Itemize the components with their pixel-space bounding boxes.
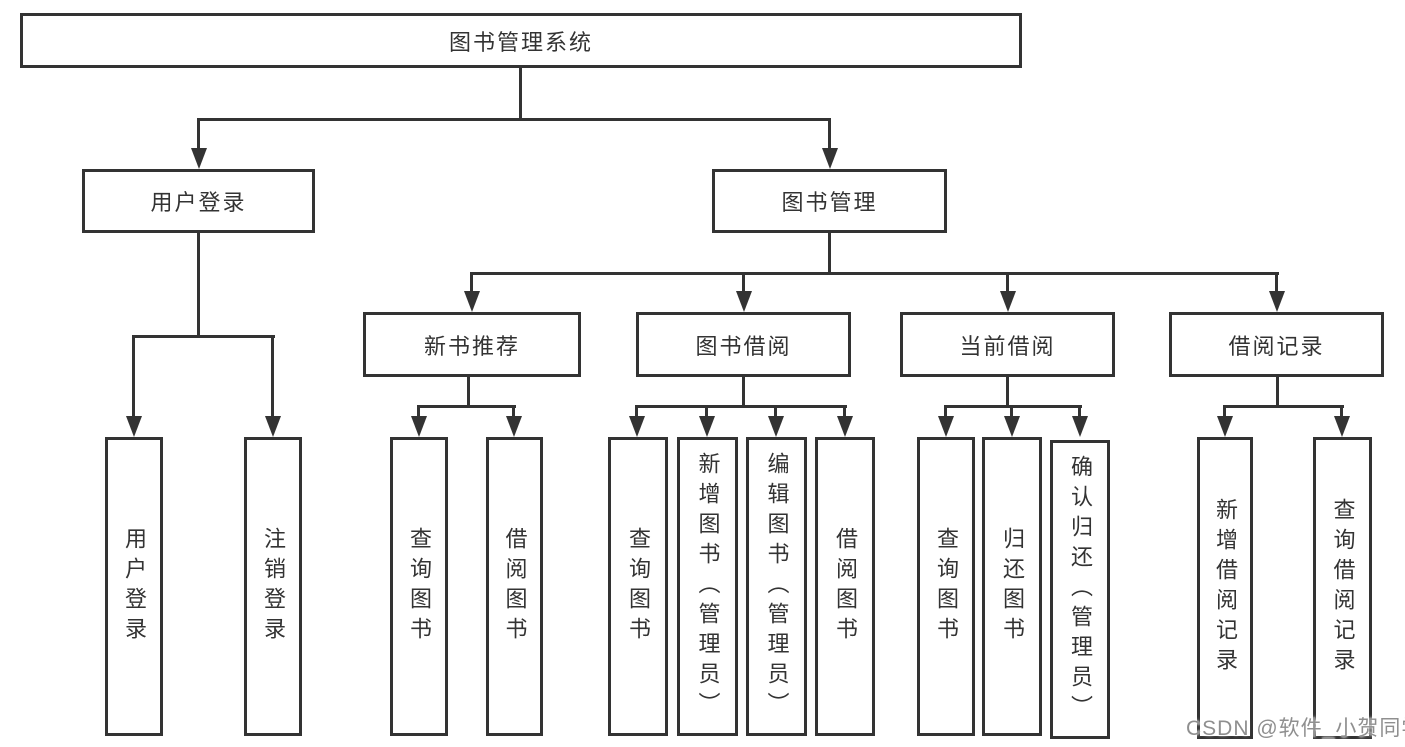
leaf-cb-return-books: 归还图书 (982, 437, 1042, 736)
connector-drop-cb-confirm (1078, 405, 1081, 418)
leaf-bb-borrow-books-label: 借阅图书 (833, 526, 858, 647)
node-user-login-label: 用户登录 (150, 190, 247, 215)
csdn-watermark: CSDN @软件_小贺同学 (1186, 717, 1405, 740)
connector-root-bar (197, 118, 831, 121)
node-user-login: 用户登录 (82, 169, 315, 233)
arrowhead-nb-borrow-icon (506, 416, 522, 437)
node-root: 图书管理系统 (20, 13, 1022, 68)
node-book-borrow: 图书借阅 (636, 312, 851, 377)
arrowhead-bb-add-icon (699, 416, 715, 437)
leaf-bb-borrow-books: 借阅图书 (815, 437, 875, 736)
node-root-label: 图书管理系统 (448, 29, 593, 55)
arrowhead-current-borrow-icon (1000, 291, 1016, 312)
connector-drop-nb-query (417, 405, 420, 418)
arrowhead-user-login-icon (191, 148, 207, 169)
arrowhead-br-query-icon (1334, 416, 1350, 437)
connector-book-mgmt-bar (470, 272, 1279, 275)
connector-book-borrow-bar (635, 405, 847, 408)
connector-drop-user-login (197, 118, 200, 152)
connector-drop-leaf-login (132, 335, 135, 416)
node-book-mgmt: 图书管理 (712, 169, 947, 233)
arrowhead-bb-query-icon (629, 416, 645, 437)
arrowhead-br-add-icon (1217, 416, 1233, 437)
arrowhead-cb-query-icon (938, 416, 954, 437)
leaf-logout: 注销登录 (244, 437, 302, 736)
connector-drop-bb-query (635, 405, 638, 418)
arrowhead-bb-borrow-icon (837, 416, 853, 437)
connector-user-login-stem (197, 233, 200, 338)
leaf-nb-borrow-books-label: 借阅图书 (502, 526, 528, 647)
connector-drop-leaf-logout (271, 335, 274, 416)
connector-user-login-bar (132, 335, 275, 338)
node-current-borrow-label: 当前借阅 (959, 333, 1056, 359)
leaf-br-add-record-label: 新增借阅记录 (1213, 498, 1238, 678)
node-new-book: 新书推荐 (363, 312, 581, 377)
leaf-cb-confirm-return-label: 确认归还（管理员） (1068, 454, 1093, 725)
connector-drop-br-add (1223, 405, 1226, 418)
connector-drop-borrow-record (1275, 272, 1278, 296)
connector-borrow-record-bar (1223, 405, 1344, 408)
connector-current-borrow-bar (944, 405, 1082, 408)
leaf-br-query-record: 查询借阅记录 (1313, 437, 1372, 739)
connector-new-book-stem (467, 377, 470, 408)
node-borrow-record: 借阅记录 (1169, 312, 1384, 377)
leaf-nb-query-books: 查询图书 (390, 437, 448, 736)
leaf-cb-return-books-label: 归还图书 (1000, 526, 1025, 647)
connector-drop-book-mgmt (828, 118, 831, 152)
node-book-borrow-label: 图书借阅 (695, 333, 792, 359)
connector-drop-nb-borrow (512, 405, 515, 418)
connector-drop-new-book (470, 272, 473, 296)
node-new-book-label: 新书推荐 (423, 333, 520, 359)
connector-drop-bb-add (705, 405, 708, 418)
arrowhead-book-mgmt-icon (822, 148, 838, 169)
arrowhead-book-borrow-icon (736, 291, 752, 312)
leaf-cb-query-books: 查询图书 (917, 437, 975, 736)
leaf-user-login: 用户登录 (105, 437, 163, 736)
arrowhead-cb-confirm-icon (1072, 416, 1088, 437)
node-current-borrow: 当前借阅 (900, 312, 1115, 377)
arrowhead-leaf-logout-icon (265, 416, 281, 437)
arrowhead-new-book-icon (464, 291, 480, 312)
connector-current-borrow-stem (1006, 377, 1009, 408)
node-book-mgmt-label: 图书管理 (781, 190, 878, 215)
leaf-bb-query-books-label: 查询图书 (626, 526, 651, 647)
node-borrow-record-label: 借阅记录 (1228, 333, 1325, 359)
leaf-user-login-label: 用户登录 (122, 526, 147, 647)
arrowhead-borrow-record-icon (1269, 291, 1285, 312)
leaf-logout-label: 注销登录 (261, 526, 286, 647)
connector-drop-br-query (1340, 405, 1343, 418)
arrowhead-nb-query-icon (411, 416, 427, 437)
connector-drop-bb-borrow (843, 405, 846, 418)
leaf-bb-edit-books: 编辑图书（管理员） (746, 437, 807, 736)
connector-drop-current-borrow (1006, 272, 1009, 296)
connector-borrow-record-stem (1276, 377, 1279, 408)
leaf-cb-query-books-label: 查询图书 (934, 526, 959, 647)
connector-drop-cb-query (944, 405, 947, 418)
arrowhead-leaf-login-icon (126, 416, 142, 437)
arrowhead-cb-return-icon (1004, 416, 1020, 437)
leaf-bb-edit-books-label: 编辑图书（管理员） (764, 451, 790, 722)
leaf-br-query-record-label: 查询借阅记录 (1330, 498, 1356, 678)
leaf-nb-query-books-label: 查询图书 (407, 526, 432, 647)
arrowhead-bb-edit-icon (768, 416, 784, 437)
connector-new-book-bar (417, 405, 516, 408)
connector-drop-book-borrow (742, 272, 745, 296)
leaf-br-add-record: 新增借阅记录 (1197, 437, 1253, 739)
leaf-bb-add-books: 新增图书（管理员） (677, 437, 738, 736)
connector-drop-cb-return (1010, 405, 1013, 418)
connector-book-mgmt-stem (828, 233, 831, 275)
leaf-bb-add-books-label: 新增图书（管理员） (695, 451, 721, 722)
connector-drop-bb-edit (774, 405, 777, 418)
leaf-bb-query-books: 查询图书 (608, 437, 668, 736)
connector-book-borrow-stem (742, 377, 745, 408)
leaf-nb-borrow-books: 借阅图书 (486, 437, 543, 736)
leaf-cb-confirm-return: 确认归还（管理员） (1050, 440, 1110, 739)
connector-root-stem (519, 68, 522, 121)
